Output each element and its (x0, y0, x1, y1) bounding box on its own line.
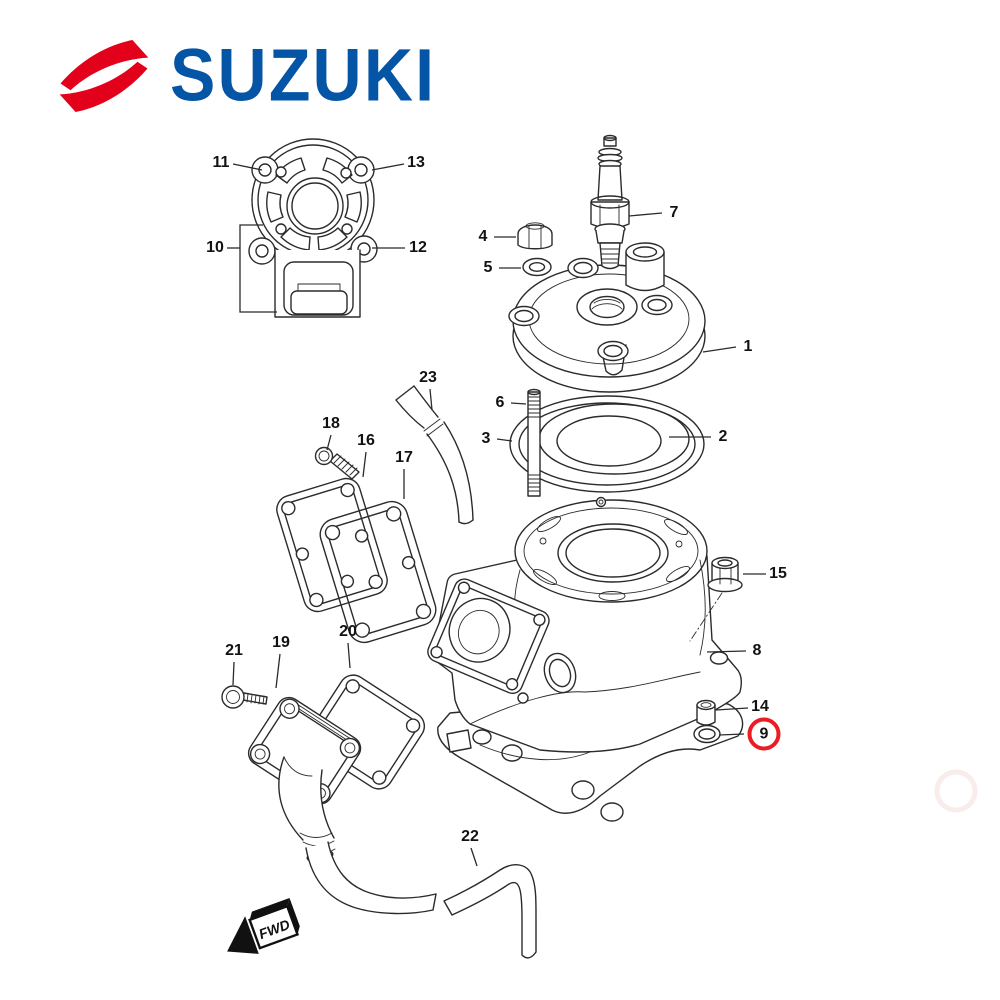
leader-line-14 (715, 707, 749, 711)
reed-gasket-16 (276, 477, 388, 613)
part-label-13[interactable]: 13 (407, 154, 425, 171)
cap-nut (517, 222, 553, 250)
leader-lines (227, 163, 766, 867)
part-label-19[interactable]: 19 (272, 634, 290, 651)
cylinder-top-view (248, 138, 378, 318)
part-label-16[interactable]: 16 (357, 432, 375, 449)
base-gasket-holes (446, 729, 624, 822)
suzuki-s-mark-icon (59, 40, 149, 112)
part-label-3[interactable]: 3 (481, 430, 491, 447)
part-label-6[interactable]: 6 (495, 394, 505, 411)
drain-hose (305, 841, 537, 959)
leader-line-1 (702, 346, 737, 353)
part-label-14[interactable]: 14 (751, 698, 769, 715)
part-label-15[interactable]: 15 (769, 565, 787, 582)
suzuki-logo: SUZUKI (52, 30, 434, 122)
breather-hose-upper (395, 385, 474, 525)
part-label-2[interactable]: 2 (718, 428, 728, 445)
cylinder-body (427, 496, 743, 753)
cylinder-head (508, 242, 706, 393)
part-label-10[interactable]: 10 (206, 239, 224, 256)
o-ring (693, 724, 721, 744)
leader-line-13 (371, 163, 405, 171)
suzuki-logo-text: SUZUKI (170, 34, 437, 117)
leader-line-3 (496, 438, 513, 442)
part-label-1[interactable]: 1 (743, 338, 753, 355)
leader-line-11 (232, 163, 263, 171)
spark-plug (590, 134, 630, 270)
bolt-18 (314, 446, 360, 480)
part-label-9[interactable]: 9 (747, 717, 781, 751)
leader-line-16 (362, 451, 367, 478)
part-label-7[interactable]: 7 (669, 204, 679, 221)
part-label-11[interactable]: 11 (212, 154, 230, 171)
leader-line-21 (232, 661, 235, 686)
flange-nut (689, 556, 743, 642)
leader-line-19 (275, 653, 281, 689)
part-label-22[interactable]: 22 (461, 828, 479, 845)
dowel-pin (696, 699, 716, 726)
bolt-21 (221, 685, 268, 709)
part-label-17[interactable]: 17 (395, 449, 413, 466)
part-label-12[interactable]: 12 (409, 239, 427, 256)
cylinder-stud (527, 388, 541, 497)
leader-line-10 (239, 224, 277, 313)
leader-line-6 (510, 402, 527, 405)
leader-line-23 (429, 388, 433, 411)
leader-line-8 (706, 650, 747, 653)
leader-line-20 (347, 642, 351, 669)
washer (522, 257, 552, 277)
leader-line-18 (326, 434, 332, 451)
reed-gasket-17 (319, 500, 437, 644)
part-label-5[interactable]: 5 (483, 259, 493, 276)
head-gasket-rings (509, 395, 705, 493)
leader-line-7 (628, 212, 663, 217)
fwd-arrow: FWD (227, 897, 300, 954)
part-label-4[interactable]: 4 (478, 228, 488, 245)
part-label-18[interactable]: 18 (322, 415, 340, 432)
part-label-21[interactable]: 21 (225, 642, 243, 659)
reed-cover (247, 696, 362, 863)
leader-line-9 (718, 733, 745, 736)
part-label-23[interactable]: 23 (419, 369, 437, 386)
part-label-20[interactable]: 20 (339, 623, 357, 640)
leader-line-22 (470, 847, 478, 867)
part-label-8[interactable]: 8 (752, 642, 762, 659)
watermark-circle (934, 769, 978, 813)
